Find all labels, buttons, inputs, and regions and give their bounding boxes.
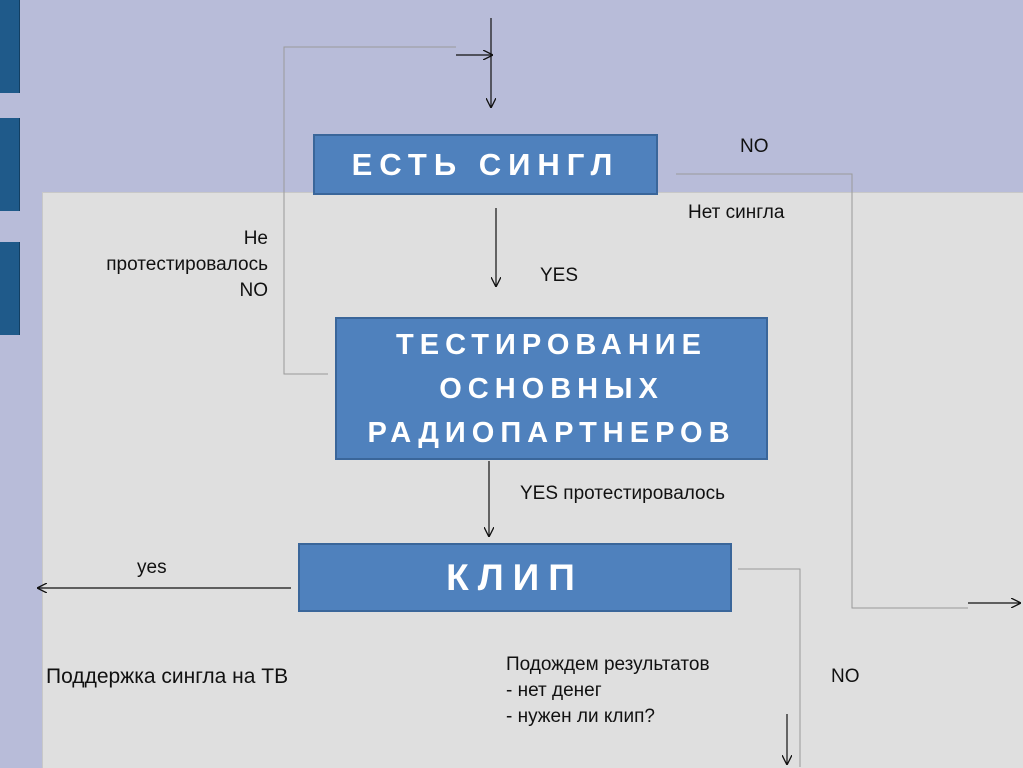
label-yes-small: yes bbox=[137, 557, 167, 578]
label-wait-line-1: Подождем результатов bbox=[506, 654, 710, 675]
label-wait-line-3: - нужен ли клип? bbox=[506, 706, 655, 727]
loop-not-tested bbox=[283, 46, 456, 375]
label-yes: YES bbox=[540, 265, 579, 286]
label-tv-support: Поддержка сингла на ТВ bbox=[46, 665, 289, 688]
node-testing-line-3: РАДИОПАРТНЕРОВ bbox=[367, 416, 736, 449]
side-tab-2[interactable] bbox=[0, 118, 20, 211]
label-not-tested: Не протестировалось NO bbox=[68, 226, 268, 304]
side-tab-1[interactable] bbox=[0, 0, 20, 93]
node-testing[interactable]: ТЕСТИРОВАНИЕ ОСНОВНЫХ РАДИОПАРТНЕРОВ bbox=[335, 317, 768, 460]
node-single[interactable]: ЕСТЬ СИНГЛ bbox=[313, 134, 658, 195]
node-clip[interactable]: КЛИП bbox=[298, 543, 732, 612]
label-wait-line-2: - нет денег bbox=[506, 680, 602, 701]
content-panel bbox=[42, 192, 1023, 768]
label-no-bottom: NO bbox=[831, 666, 860, 687]
line-clip-no bbox=[738, 568, 801, 767]
node-testing-line-2: ОСНОВНЫХ bbox=[439, 372, 664, 405]
label-no-top: NO bbox=[740, 136, 769, 157]
label-not-tested-line-1: Не bbox=[243, 228, 268, 249]
side-tab-3[interactable] bbox=[0, 242, 20, 335]
node-single-label: ЕСТЬ СИНГЛ bbox=[351, 146, 620, 182]
label-not-tested-line-3: NO bbox=[239, 280, 269, 301]
label-wait: Подождем результатов - нет денег - нужен… bbox=[506, 652, 710, 730]
node-testing-line-1: ТЕСТИРОВАНИЕ bbox=[396, 328, 707, 361]
line-no-single bbox=[676, 173, 968, 609]
node-clip-label: КЛИП bbox=[446, 556, 584, 598]
label-not-tested-line-2: протестировалось bbox=[106, 254, 268, 275]
label-no-single: Нет сингла bbox=[688, 202, 785, 223]
label-yes-tested: YES протестировалось bbox=[520, 483, 726, 504]
